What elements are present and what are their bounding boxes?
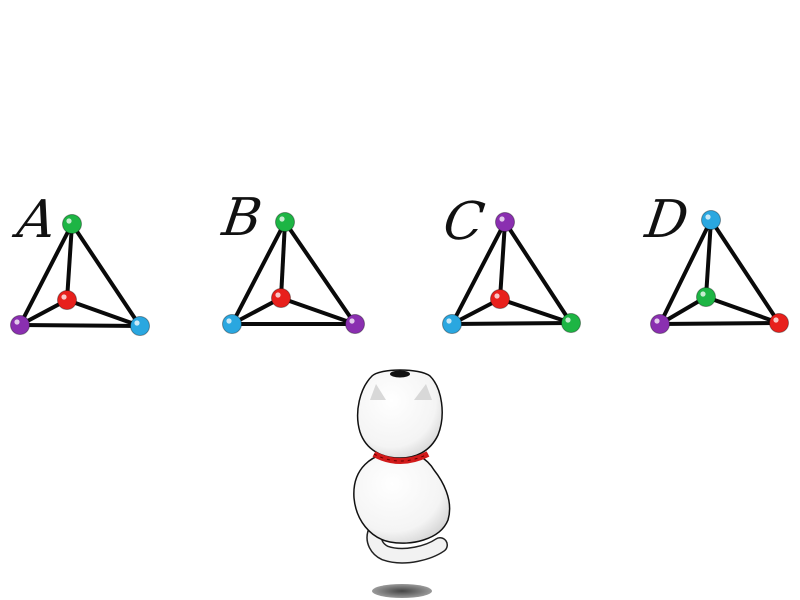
option-c-node-right-green	[561, 313, 581, 333]
option-b-edge-right-center	[279, 296, 357, 326]
cat-shadow	[372, 584, 432, 598]
option-d-node-center-green	[696, 287, 716, 307]
option-a-node-top-green	[62, 214, 82, 234]
white-cat-icon	[353, 369, 451, 598]
option-a-edge-left-right	[18, 323, 142, 328]
option-d-edge-left-right	[658, 321, 781, 326]
option-a-edge-top-right	[70, 222, 142, 328]
option-c-node-left-blue	[442, 314, 462, 334]
option-b-node-left-blue	[222, 314, 242, 334]
option-c-edge-top-right	[503, 220, 573, 325]
option-b-edge-top-left	[230, 220, 287, 326]
option-d-node-left-purple	[650, 314, 670, 334]
option-c-node-center-red	[490, 289, 510, 309]
option-d-tetrahedron	[650, 210, 789, 334]
option-d-edge-right-center	[704, 295, 781, 325]
option-a-tetrahedron	[10, 214, 150, 336]
option-d-node-top-blue	[701, 210, 721, 230]
option-d-edge-top-center	[704, 218, 713, 299]
option-c-edge-right-center	[498, 297, 573, 325]
option-d[interactable]: D	[640, 190, 790, 350]
option-d-node-right-red	[769, 313, 789, 333]
option-b-edge-top-right	[283, 220, 357, 326]
option-b-node-top-green	[275, 212, 295, 232]
option-b-node-center-red	[271, 288, 291, 308]
option-a-node-left-purple	[10, 315, 30, 335]
option-a-edge-top-left	[18, 222, 74, 327]
option-a-edge-right-center	[65, 298, 142, 328]
option-c-edge-top-center	[498, 220, 507, 301]
option-d-edge-top-left	[658, 218, 713, 326]
option-b-edge-top-center	[279, 220, 287, 300]
option-c-tetrahedron	[442, 212, 581, 334]
option-b-node-right-purple	[345, 314, 365, 334]
option-c-edge-top-left	[450, 220, 507, 326]
option-c-edge-left-right	[450, 321, 573, 326]
option-c[interactable]: C	[438, 190, 588, 350]
option-b-tetrahedron	[222, 212, 365, 334]
option-b[interactable]: B	[215, 188, 365, 350]
option-d-edge-top-right	[709, 218, 781, 325]
option-a-edge-top-center	[65, 222, 74, 302]
cat-body	[353, 451, 451, 544]
option-c-node-top-purple	[495, 212, 515, 232]
cat-head	[356, 369, 443, 459]
option-a[interactable]: A	[10, 190, 160, 350]
option-a-node-center-red	[57, 290, 77, 310]
option-a-node-right-blue	[130, 316, 150, 336]
